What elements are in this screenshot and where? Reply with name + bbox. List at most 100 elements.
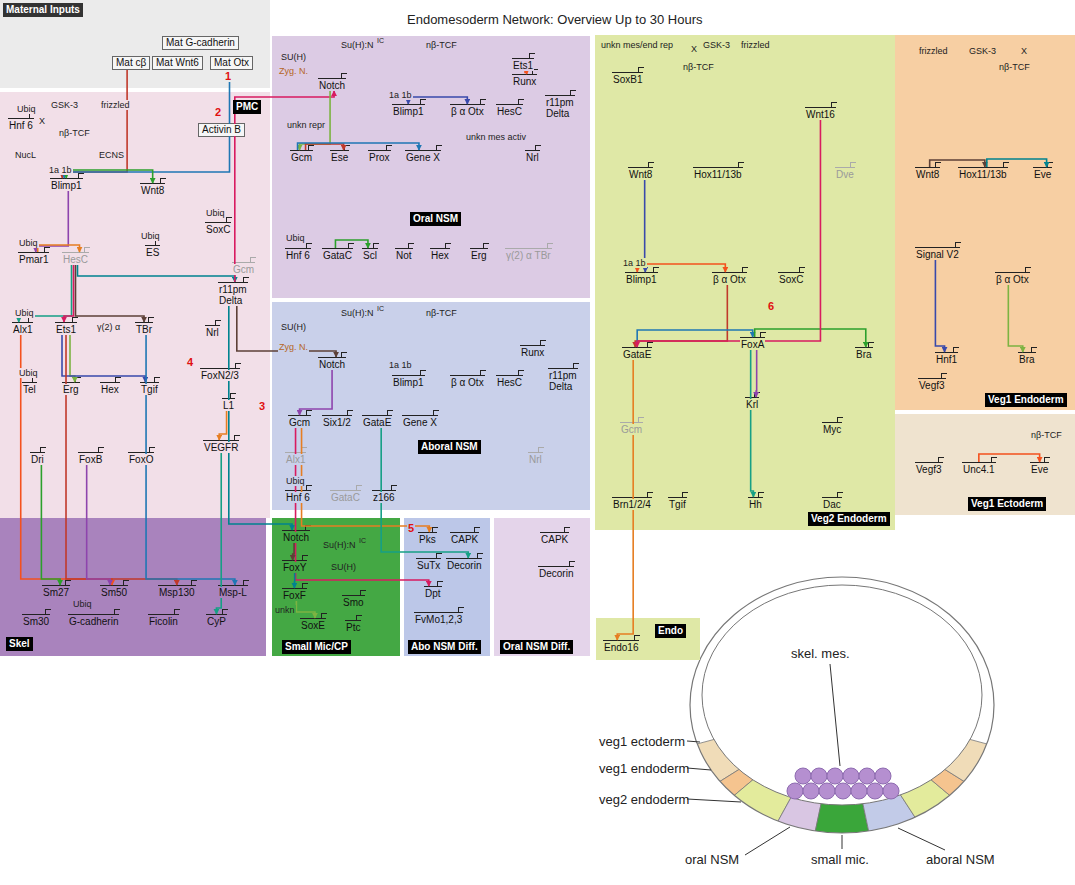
gene-label: Pks: [418, 534, 437, 545]
signal-label: IC: [358, 537, 367, 544]
gene-label: CAPK: [450, 534, 479, 545]
gene-label: Hh: [748, 499, 763, 510]
gene-node: Dac: [822, 497, 842, 510]
callout-number: 5: [407, 522, 415, 534]
gene-node: FvMo1,2,3: [414, 612, 463, 625]
region-band: Abo NSM Diff.PksCAPKSuTxDecorinDptFvMo1,…: [404, 518, 490, 656]
gene-node: Bra: [855, 347, 873, 360]
gene-label: Signal V2: [915, 249, 960, 260]
regulatory-link: [637, 330, 752, 347]
signal-label: Zyg. N.: [278, 342, 309, 352]
signal-label: ECNS: [98, 150, 125, 160]
gene-label: Hox11/13b: [693, 169, 743, 180]
gene-label: Hnf 6: [285, 250, 311, 261]
gene-node: FoxF: [282, 588, 307, 601]
gene-label: Krl: [745, 399, 759, 410]
gene-label: SoxE: [300, 620, 326, 631]
gene-label: Hnf 6: [8, 120, 34, 131]
gene-label: Wnt8: [140, 185, 165, 196]
signal-label: Ubiq: [285, 233, 306, 243]
drawing-part: [803, 783, 819, 799]
callout-number: 1: [224, 70, 232, 82]
gene-label: Myc: [822, 424, 842, 435]
gene-node: Decorin: [446, 558, 482, 571]
gene-label: Hox11/13b: [958, 169, 1008, 180]
regulatory-link: [296, 601, 315, 618]
gene-node: Myc: [822, 422, 842, 435]
gene-node: Notch: [318, 357, 346, 370]
gene-label: Blimp1: [50, 180, 83, 191]
gene-label: β α Otx: [712, 274, 747, 285]
gene-node: Gcm: [232, 262, 255, 275]
gene-label: FoxN2/3: [200, 370, 240, 381]
gene-node: Prox: [368, 150, 391, 163]
gene-node: GataE: [622, 347, 652, 360]
gene-node: SoxC: [205, 222, 231, 235]
gene-label: r11pm Delta: [218, 284, 248, 306]
gene-node: Smo: [342, 595, 365, 608]
gene-label: γ(2) α TBr: [505, 250, 552, 261]
region-band: Oral NSM Diff.CAPKDecorin: [494, 518, 590, 656]
signal-label: SU(H): [280, 322, 307, 332]
gene-node: Eve: [1033, 167, 1052, 180]
drawing-part: [883, 783, 899, 799]
gene-node: Tgif: [668, 497, 687, 510]
gene-label: Dac: [822, 499, 842, 510]
regulatory-link: [294, 573, 296, 588]
regulatory-link: [76, 265, 145, 322]
regulatory-link: [41, 465, 60, 585]
drawing-part: [819, 783, 835, 799]
region-label: veg1 endoderm: [598, 761, 690, 776]
signal-label: Ubiq: [140, 231, 161, 241]
gene-label: Not: [395, 250, 413, 261]
region-band: Aboral NSMNotchBlimp1β α OtxHesCRunxr11p…: [272, 302, 590, 510]
gene-label: Ficolin: [148, 616, 179, 627]
gene-label: Nrl: [205, 327, 220, 338]
signal-label: unkn repr: [286, 120, 326, 130]
drawing-part: [687, 799, 741, 802]
gene-label: Mat Otx: [211, 57, 252, 69]
signal-label: Ubiq: [18, 238, 39, 248]
gene-label: FvMo1,2,3: [414, 614, 463, 625]
gene-node: Ficolin: [148, 614, 179, 627]
leader-lines: [687, 664, 945, 855]
signal-label: nβ-TCF: [425, 40, 458, 50]
gene-node: Ese: [330, 150, 349, 163]
regulatory-link: [525, 71, 527, 74]
gene-label: Vegf3: [915, 464, 943, 475]
gene-node: Hnf1: [935, 352, 958, 365]
regulatory-link: [408, 97, 467, 104]
gene-node: FoxN2/3: [200, 368, 240, 381]
signal-label: 1a 1b: [48, 165, 73, 175]
gene-node: Vegf3: [915, 462, 943, 475]
gene-node: β α Otx: [450, 104, 485, 117]
drawing-part: [842, 835, 843, 849]
input-box: Mat cβ: [112, 56, 150, 70]
gene-node: Runx: [512, 74, 537, 87]
gene-node: TBr: [135, 322, 153, 335]
gene-label: Bra: [855, 349, 873, 360]
gene-label: Wnt16: [805, 109, 836, 120]
gene-node: Hnf 6: [8, 118, 34, 131]
regulatory-link: [300, 91, 331, 150]
gene-label: Gcm: [620, 424, 643, 435]
gene-label: Blimp1: [392, 377, 425, 388]
signal-label: 1a 1b: [388, 90, 413, 100]
drawing-part: [811, 768, 827, 784]
gene-label: Runx: [512, 76, 537, 87]
regulatory-link: [66, 335, 177, 585]
signal-label: frizzled: [740, 40, 771, 50]
gene-node: ES: [145, 245, 160, 258]
signal-label: NucL: [14, 150, 37, 160]
gene-node: Dpt: [424, 586, 442, 599]
regulatory-link: [36, 191, 69, 252]
gene-node: SuTx: [416, 558, 441, 571]
gene-node: Dri: [30, 452, 45, 465]
gene-node: FoxO: [128, 452, 154, 465]
signal-label: nβ-TCF: [998, 62, 1031, 72]
gene-label: Notch: [282, 532, 310, 543]
gene-node: HesC: [496, 104, 523, 117]
gene-label: Nrl: [525, 152, 540, 163]
gene-label: FoxF: [282, 590, 307, 601]
drawing-part: [827, 768, 843, 784]
